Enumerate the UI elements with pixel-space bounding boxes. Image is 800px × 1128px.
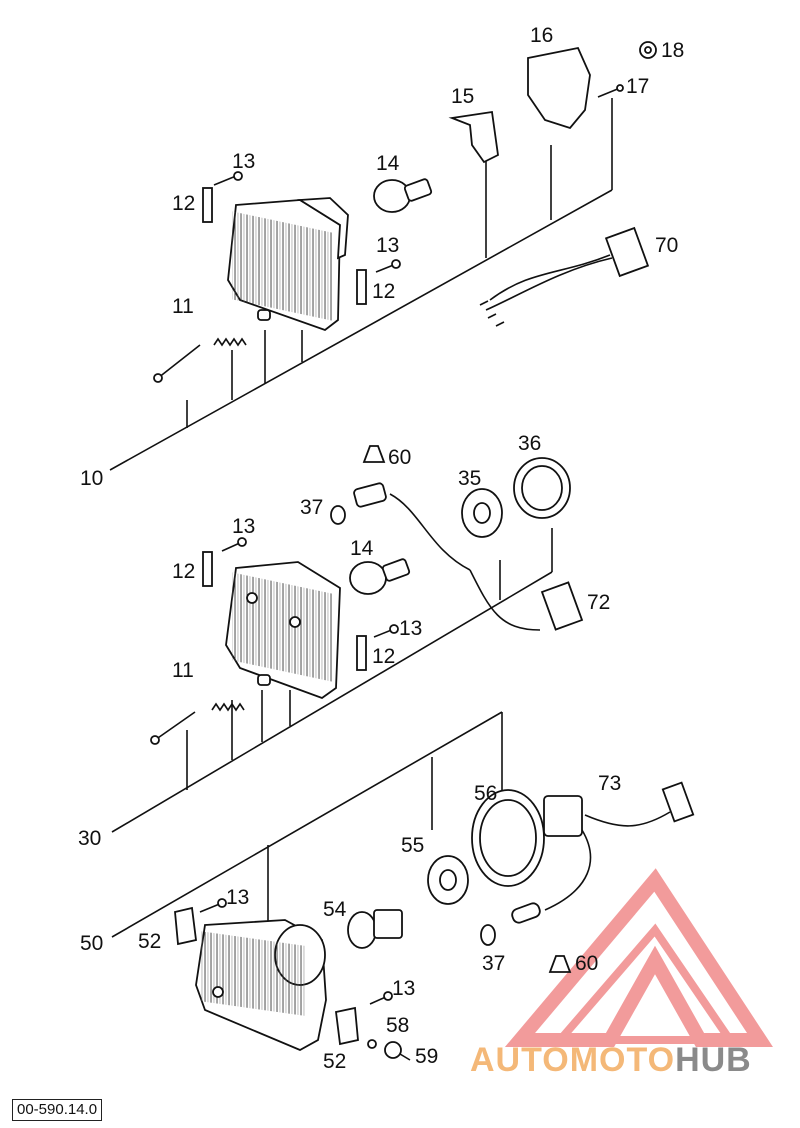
callout-37a: 37: [300, 496, 323, 519]
screw-17: [597, 84, 624, 98]
adjusting-screw-11b: [150, 711, 196, 745]
cap-60b: [548, 955, 572, 973]
reflector-ring-56: [471, 789, 545, 887]
callout-13e: 13: [226, 886, 249, 909]
screw-13b: [375, 259, 401, 273]
callout-50: 50: [80, 932, 103, 955]
callout-12d: 12: [372, 645, 395, 668]
bulb-37b: [480, 924, 496, 946]
clip-12d: [356, 635, 367, 671]
callout-54: 54: [323, 898, 347, 921]
connector-72: [540, 581, 584, 631]
bulb-37a: [330, 505, 346, 525]
spring-11b: [211, 674, 271, 712]
callout-60a: 60: [388, 446, 411, 469]
watermark-text: AUTOMOTOHUB: [470, 1040, 752, 1080]
callout-58: 58: [386, 1014, 409, 1037]
assembly-10: [109, 41, 657, 471]
bulb-14a: [373, 178, 433, 213]
screw-13e: [199, 898, 227, 913]
headlamp-unit-30: [225, 561, 341, 700]
callout-13d: 13: [399, 617, 422, 640]
bolt-59: [384, 1041, 411, 1061]
screw-13d: [373, 624, 399, 638]
callout-12c: 12: [172, 560, 195, 583]
callout-13a: 13: [232, 150, 255, 173]
cover-cap-16: [527, 46, 591, 130]
callout-18: 18: [661, 39, 684, 62]
adjusting-screw-11: [153, 344, 201, 383]
callout-17: 17: [626, 75, 649, 98]
callout-52a: 52: [138, 930, 161, 953]
watermark-text-part2: HUB: [675, 1041, 752, 1079]
socket-harness: [353, 482, 541, 631]
watermark-logo-icon: [504, 868, 773, 1047]
bulb-holder-15: [448, 110, 499, 164]
halogen-bulb-54: [347, 909, 403, 949]
callout-11b: 11: [172, 659, 194, 682]
callout-11a: 11: [172, 295, 194, 318]
callout-14b: 14: [350, 537, 374, 560]
retaining-ring-55: [427, 855, 469, 905]
callout-36: 36: [518, 432, 541, 455]
lamp-holder-35: [461, 488, 503, 538]
screw-13f: [369, 991, 393, 1005]
bracket-52a: [174, 906, 197, 946]
callout-73: 73: [598, 772, 621, 795]
bulb-14b: [349, 558, 411, 595]
callout-10: 10: [80, 467, 103, 490]
assembly-30: [111, 445, 584, 833]
headlamp-unit-10: [227, 197, 349, 332]
washer-58: [367, 1039, 377, 1049]
screw-13a: [213, 171, 243, 186]
callout-35: 35: [458, 467, 481, 490]
spring-11: [213, 309, 271, 347]
callout-15: 15: [451, 85, 474, 108]
callout-52b: 52: [323, 1050, 346, 1073]
callout-30: 30: [78, 827, 101, 850]
callout-13b: 13: [376, 234, 399, 257]
assembly-50: [111, 711, 695, 1061]
callout-37b: 37: [482, 952, 505, 975]
callout-13c: 13: [232, 515, 255, 538]
wiring-harness-70: [479, 226, 650, 327]
callout-16: 16: [530, 24, 553, 47]
nut-18: [639, 41, 657, 59]
callout-56: 56: [474, 782, 497, 805]
callout-60b: 60: [575, 952, 598, 975]
clip-12c: [202, 551, 213, 587]
callout-55: 55: [401, 834, 424, 857]
drawing-reference-code: 00-590.14.0: [12, 1099, 103, 1121]
callout-59: 59: [415, 1045, 438, 1068]
callout-12b: 12: [372, 280, 395, 303]
callout-70: 70: [655, 234, 678, 257]
connector-73: [511, 781, 695, 924]
reflector-ring-36: [513, 457, 571, 519]
cap-60a: [362, 445, 386, 463]
headlamp-unit-50: [195, 919, 327, 1051]
callout-13f: 13: [392, 977, 415, 1000]
callout-12a: 12: [172, 192, 195, 215]
callout-14a: 14: [376, 152, 400, 175]
callout-72: 72: [587, 591, 610, 614]
clip-12b: [356, 269, 367, 305]
callout-labels: 10 11 12 13 14 15 16 17 18 13 12 70 30 1…: [78, 24, 684, 1073]
screw-13c: [221, 537, 247, 552]
bracket-52b: [335, 1006, 359, 1046]
clip-12a: [202, 187, 213, 223]
watermark-text-part1: AUTOMOTO: [470, 1041, 676, 1079]
